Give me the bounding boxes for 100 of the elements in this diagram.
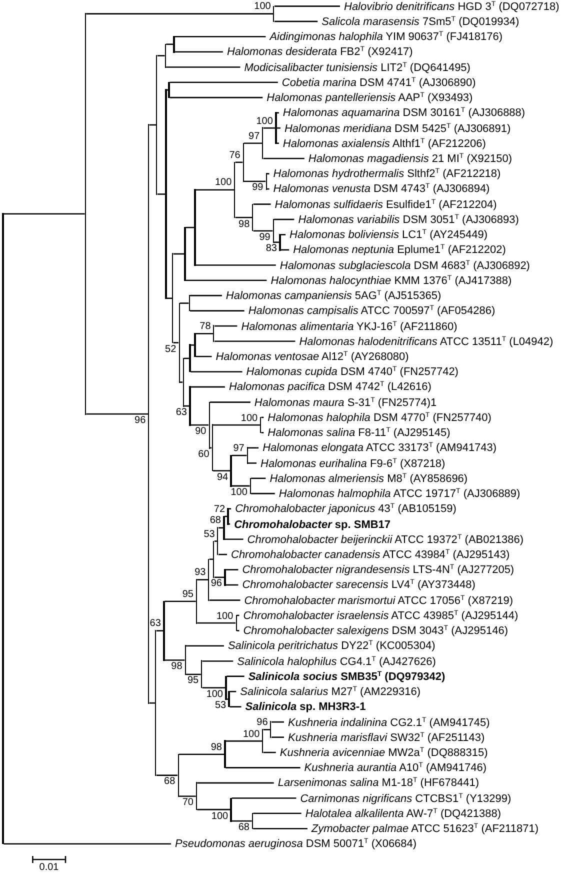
bootstrap-value: 95 xyxy=(182,588,194,600)
clade-junction-line xyxy=(223,516,225,540)
tree-branch xyxy=(190,424,209,426)
tree-branch xyxy=(186,280,267,281)
clade-junction-line xyxy=(178,754,179,797)
clade-junction-line xyxy=(272,218,274,243)
tree-branch xyxy=(253,828,308,830)
bootstrap-value: 100 xyxy=(240,412,258,424)
clade-junction-line xyxy=(234,162,236,218)
tree-branch xyxy=(190,371,242,372)
bootstrap-value: 53 xyxy=(204,528,215,540)
tree-branch xyxy=(196,189,234,191)
taxon-label: Halomonas ventosae Al12$^{T}$ (AY268080) xyxy=(212,350,409,364)
tree-branch xyxy=(276,142,279,144)
clade-junction-line xyxy=(2,213,4,844)
tree-branch xyxy=(184,358,190,360)
clade-junction-line xyxy=(208,558,210,601)
tree-branch xyxy=(244,142,262,144)
tree-branch xyxy=(166,66,240,68)
tree-branch xyxy=(253,204,271,205)
clade-junction-line xyxy=(212,424,213,472)
tree-branch xyxy=(197,808,230,810)
taxon-label: Halomonas halophila DSM 4770$^{T}$ (FN257740) xyxy=(264,412,492,425)
clade-junction-line xyxy=(189,344,191,372)
bootstrap-value: 100 xyxy=(254,1,271,12)
tree-branch xyxy=(263,752,276,754)
tree-branch xyxy=(173,342,179,344)
taxon-label: Halovibrio denitrificans HGD 3$^{T}$ (DQ072718) xyxy=(340,0,560,14)
tree-branch xyxy=(263,728,270,730)
tree-branch xyxy=(156,630,164,632)
bootstrap-value: 52 xyxy=(165,344,176,355)
tree-branch xyxy=(196,264,276,266)
tree-branch xyxy=(166,298,172,299)
taxon-label: Carnimonas nigrificans CTCBS1$^{T}$ (Y13299) xyxy=(296,792,512,806)
taxon-label: Salinicola salarius M27$^{T}$ (AM229316) xyxy=(236,686,421,700)
bootstrap-value: 90 xyxy=(195,426,206,438)
taxon-label: Modicisalibacter tunisiensis LIT2$^{T}$ (DQ641495) xyxy=(240,62,470,75)
tree-branch xyxy=(224,538,244,540)
bootstrap-value: 53 xyxy=(214,700,226,712)
tree-branch xyxy=(226,569,238,570)
clade-junction-line xyxy=(217,527,218,556)
bootstrap-value: 68 xyxy=(164,776,176,788)
tree-branch xyxy=(190,294,222,296)
taxon-label: Halomonas alimentaria YKJ-16$^{T}$ (AF211860) xyxy=(237,320,458,334)
bootstrap-value: 70 xyxy=(182,797,194,808)
clade-junction-line xyxy=(213,540,214,578)
tree-branch xyxy=(251,492,275,494)
tree-branch xyxy=(236,630,240,632)
tree-branch xyxy=(261,432,264,434)
bootstrap-value: 100 xyxy=(256,116,273,127)
clade-junction-line xyxy=(194,189,196,266)
taxon-label: Halomonas aquamarina DSM 30161$^{T}$ (AJ306888) xyxy=(278,107,526,120)
bootstrap-value: 93 xyxy=(194,567,206,578)
taxon-label: Chromohalobacter sarecensis LV4$^{T}$ (AY373448) xyxy=(238,579,476,592)
bootstrap-value: 100 xyxy=(242,728,260,740)
taxon-label: Kushneria marisflavi SW32$^{T}$ (AF251143) xyxy=(284,732,485,745)
bootstrap-value: 60 xyxy=(198,448,210,460)
tree-branch xyxy=(209,600,240,601)
clade-junction-line xyxy=(182,358,184,407)
bootstrap-value: 98 xyxy=(171,661,182,672)
taxon-label: Kushneria aurantia A10$^{T}$ (AM941746) xyxy=(300,762,487,776)
tree-branch xyxy=(274,20,318,22)
tree-branch xyxy=(274,6,340,7)
clade-junction-line xyxy=(173,36,175,53)
tree-branch xyxy=(166,44,174,45)
tree-branch xyxy=(263,127,276,129)
taxon-label: Salinicola socius SMB35$^{T}$ (DQ979342) xyxy=(244,670,446,684)
tree-branch xyxy=(214,540,218,542)
bootstrap-value: 96 xyxy=(134,414,146,426)
clade-junction-line xyxy=(275,112,277,144)
tree-branch xyxy=(180,382,183,383)
taxon-label: Chromohalobacter nigrandesensis LTS-4N$^{T}$ (AJ277205) xyxy=(238,564,514,578)
bootstrap-value: 98 xyxy=(238,218,250,230)
clade-junction-line xyxy=(252,204,254,232)
clade-junction-line xyxy=(184,226,186,281)
taxon-label: Chromohalobacter salexigens DSM 3043$^{T}$ (AJ295146) xyxy=(239,625,508,638)
clade-junction-line xyxy=(164,44,166,68)
bootstrap-value: 100 xyxy=(216,610,234,622)
tree-branch xyxy=(263,158,304,160)
clade-junction-line xyxy=(262,728,264,754)
taxon-label: Halomonas venusta DSM 4743$^{T}$ (AJ306894) xyxy=(269,183,490,196)
clade-junction-line xyxy=(196,579,198,624)
bootstrap-value: 98 xyxy=(210,742,222,753)
taxon-label: Halomonas boliviensis LC1$^{T}$ (AY245449) xyxy=(286,229,488,242)
tree-branch xyxy=(210,402,250,403)
taxon-label: Halomonas campisalis ATCC 700597$^{T}$ (AF054286) xyxy=(244,305,496,318)
taxon-label: Zymobacter palmae ATCC 51623$^{T}$ (AF211871) xyxy=(307,823,538,836)
tree-branch xyxy=(232,820,252,822)
tree-branch xyxy=(228,523,230,525)
clade-junction-line xyxy=(230,454,232,487)
taxon-label: Pseudomonas aeruginosa DSM 50071$^{T}$ (X06684) xyxy=(171,838,417,852)
clade-junction-line xyxy=(200,660,202,688)
taxon-label: Halomonas variabilis DSM 3051$^{T}$ (AJ306893) xyxy=(294,214,519,227)
tree-branch xyxy=(232,798,296,799)
clade-junction-line xyxy=(224,740,226,768)
tree-branch xyxy=(212,424,260,426)
taxon-label: Halomonas desiderata FB2$^{T}$ (X92417) xyxy=(222,46,413,60)
clade-junction-line xyxy=(270,721,272,738)
tree-branch xyxy=(197,579,208,580)
clade-junction-line xyxy=(196,782,198,810)
